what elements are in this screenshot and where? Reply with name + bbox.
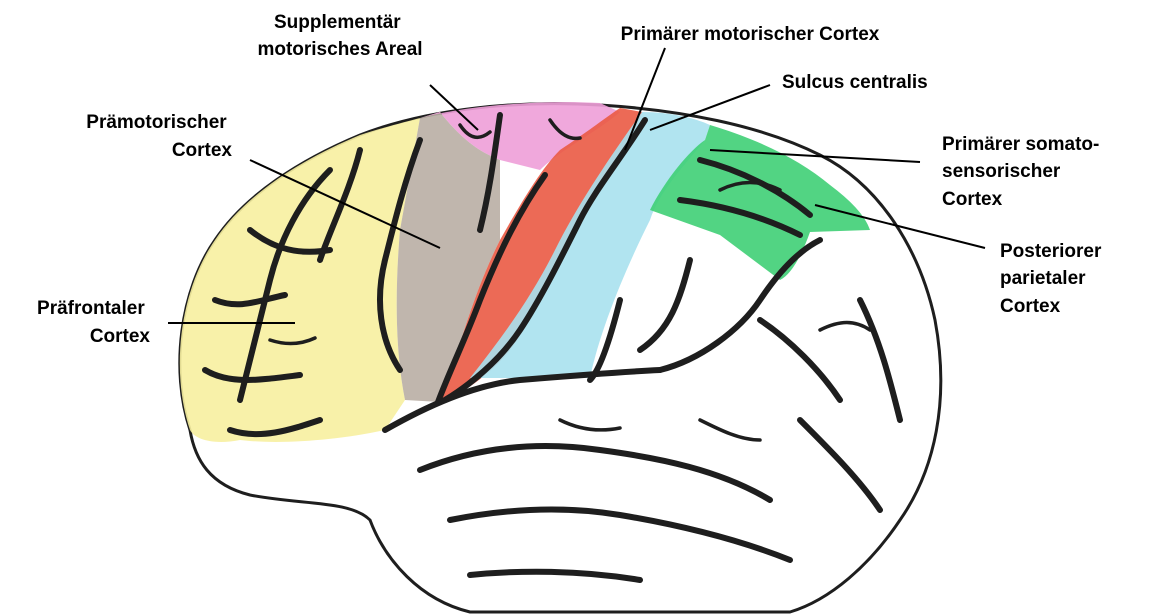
label-premotor-cortex: Prämotorischer Cortex — [86, 112, 232, 161]
label-posterior-parietal-cortex: Posteriorer parietaler Cortex — [1000, 241, 1107, 317]
label-supplementary-motor-area: Supplementär motorisches Areal — [257, 12, 422, 60]
label-primary-somatosensory-cortex: Primärer somato- sensorischer Cortex — [942, 134, 1105, 210]
label-sulcus-centralis: Sulcus centralis — [782, 72, 928, 93]
label-primary-motor-cortex: Primärer motorischer Cortex — [621, 24, 880, 45]
label-prefrontal-cortex: Präfrontaler Cortex — [37, 298, 150, 347]
